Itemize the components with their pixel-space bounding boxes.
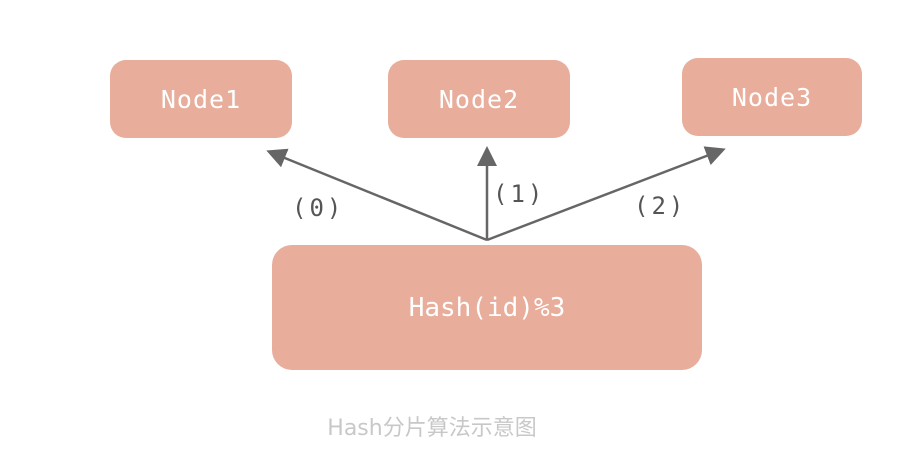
edge-label-2: (2) [634, 192, 687, 220]
node1-box: Node1 [110, 60, 292, 138]
edge-label-1: (1) [493, 180, 546, 208]
edge-label-0: (0) [292, 194, 345, 222]
arrow-to-node1 [266, 148, 488, 242]
figure-caption: Hash分片算法示意图 [327, 416, 537, 441]
hash-function-box: Hash(id)%3 [272, 245, 702, 370]
node3-label: Node3 [731, 82, 813, 112]
node2-box: Node2 [388, 60, 570, 138]
arrow-to-node3 [486, 146, 726, 242]
node1-label: Node1 [160, 84, 242, 114]
node3-box: Node3 [682, 58, 862, 136]
node2-label: Node2 [438, 84, 520, 114]
hash-function-label: Hash(id)%3 [408, 292, 566, 323]
